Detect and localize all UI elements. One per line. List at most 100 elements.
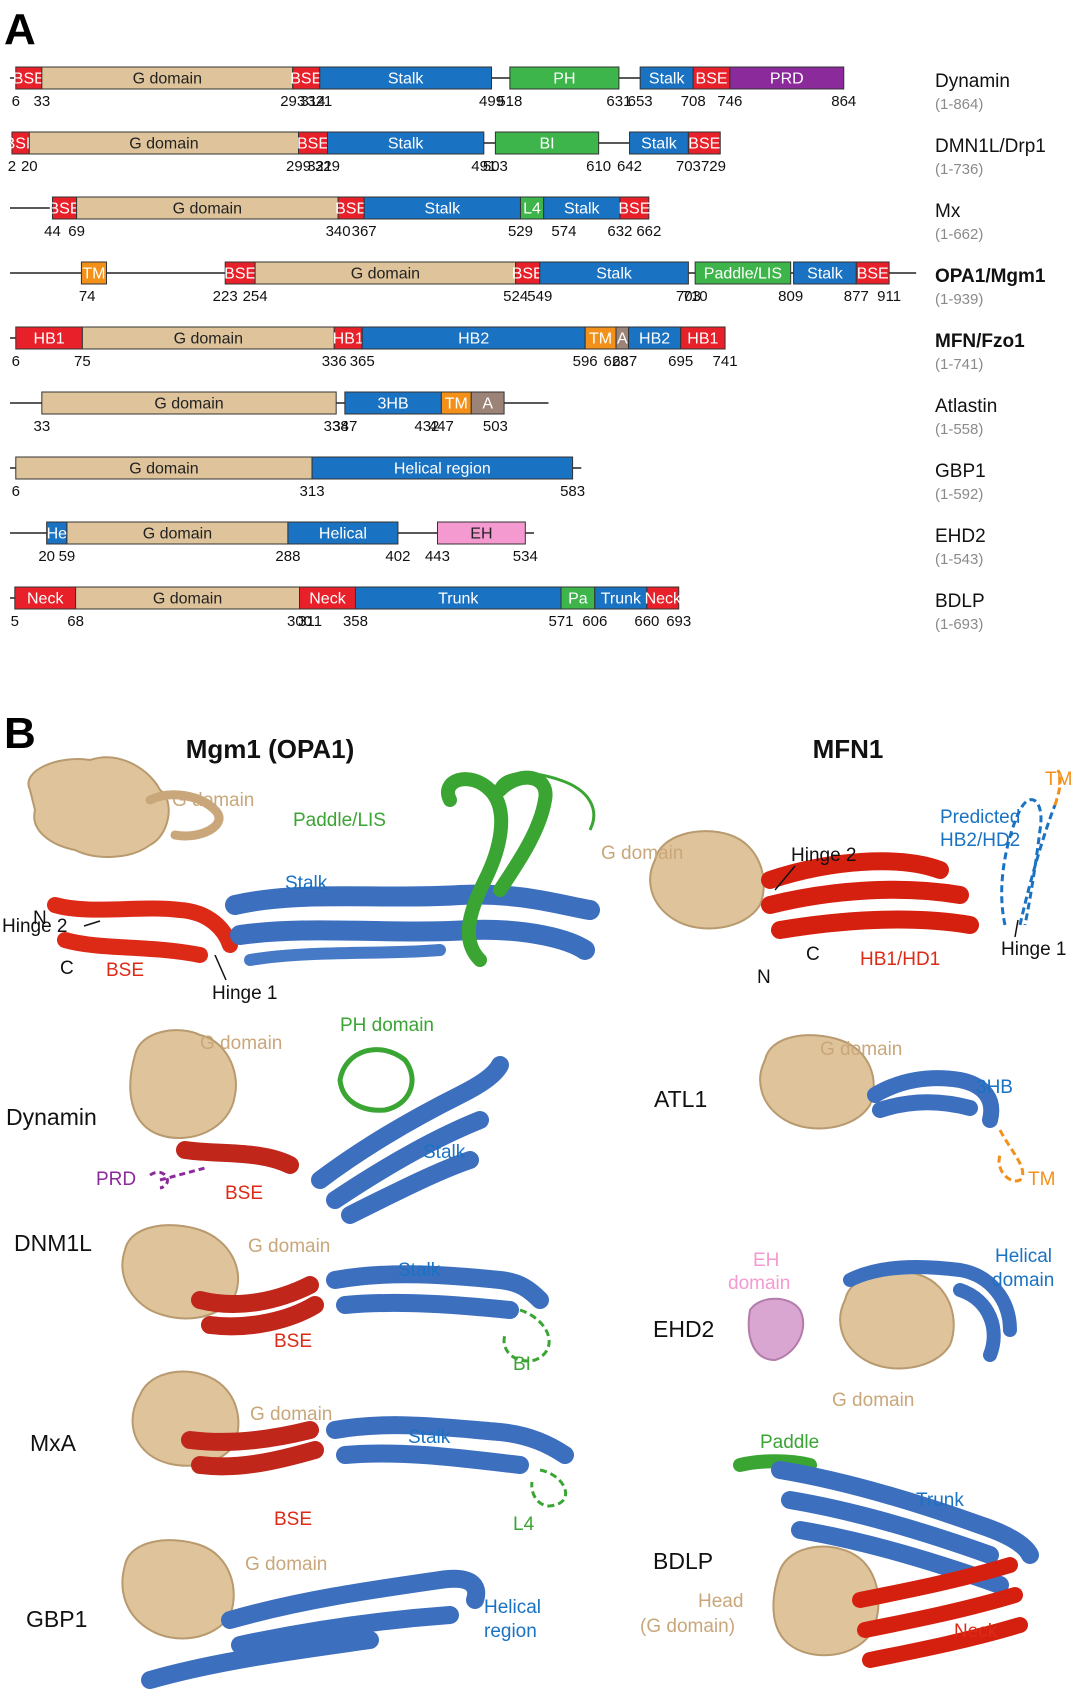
- dynamin-ph-ribbon: [337, 1047, 415, 1113]
- residue-number: 642: [617, 158, 642, 175]
- domain-label: BSE: [297, 136, 329, 153]
- dynamin-structure: G domain PH domain Dynamin PRD BSE Stalk: [6, 1015, 509, 1224]
- mgm1-label-n: N: [33, 908, 47, 929]
- domain-label: HB2: [639, 331, 670, 348]
- domain-label: G domain: [133, 71, 202, 88]
- ehd2-eh-ribbon: [747, 1297, 805, 1362]
- domain-box: [729, 66, 845, 90]
- residue-number: 524: [503, 288, 528, 305]
- domain-label: HB2: [458, 331, 489, 348]
- mfn1-label-c: C: [806, 944, 820, 965]
- mxa-label-stalk: Stalk: [408, 1427, 451, 1448]
- atl1-structure: G domain 3HB TM ATL1: [654, 1034, 1055, 1190]
- residue-number: 503: [483, 418, 508, 435]
- residue-number: 33: [34, 418, 51, 435]
- mxa-structure: G domain Stalk MxA BSE L4: [30, 1370, 574, 1535]
- dynamin-bse-ribbon: [176, 1141, 299, 1174]
- residue-number: 574: [551, 223, 576, 240]
- ehd2-label-helical: Helical: [995, 1246, 1052, 1267]
- domain-box: [855, 261, 890, 285]
- domain-label: Stalk: [425, 201, 462, 218]
- residue-number: 254: [243, 288, 268, 305]
- residue-number: 491: [471, 158, 496, 175]
- domain-box: [646, 586, 680, 610]
- domain-box: [436, 521, 526, 545]
- mgm1-label-hinge2: Hinge 2: [2, 916, 68, 937]
- gbp1-g-domain-ribbon: [121, 1539, 235, 1640]
- gbp1-helical-ribbon: [141, 1569, 486, 1689]
- residue-number: 703: [676, 288, 701, 305]
- residue-number: 911: [877, 288, 901, 305]
- mfn1-tm-dashed: [1053, 769, 1062, 806]
- dynamin-name: Dynamin: [6, 1104, 97, 1130]
- domain-label: BSE: [49, 201, 81, 218]
- residue-number: 529: [508, 223, 533, 240]
- residue-number: 693: [666, 613, 691, 630]
- bdlp-label-head-g: (G domain): [640, 1616, 735, 1637]
- dnm1l-label-bse: BSE: [274, 1331, 312, 1352]
- domain-box: [319, 66, 493, 90]
- domain-label: TM: [445, 396, 468, 413]
- domain-box: [494, 131, 600, 155]
- domain-label: Stalk: [807, 266, 844, 283]
- domain-box: [287, 521, 399, 545]
- gbp1-structure: G domain Helical region GBP1: [26, 1539, 541, 1689]
- bdlp-label-head: Head: [698, 1591, 743, 1612]
- domain-label: Pa: [568, 591, 588, 608]
- domain-label: Stalk: [388, 71, 425, 88]
- mxa-name: MxA: [30, 1430, 77, 1456]
- mfn1-label-hinge1: Hinge 1: [1001, 939, 1067, 960]
- protein-range: (1-864): [935, 96, 983, 113]
- protein-range: (1-736): [935, 161, 983, 178]
- dynamin-g-domain-ribbon: [129, 1029, 237, 1140]
- domain-box: [41, 391, 337, 415]
- ehd2-label-g-domain: G domain: [832, 1390, 914, 1411]
- protein-name: OPA1/Mgm1: [935, 266, 1046, 287]
- domain-label: BSE: [224, 266, 256, 283]
- domain-label: G domain: [143, 526, 212, 543]
- dnm1l-bi-loop: [502, 1308, 551, 1363]
- mgm1-g-domain-ribbon: [27, 756, 170, 858]
- mgm1-hinge1-pointer: [214, 954, 227, 981]
- domain-label: BSE: [512, 266, 544, 283]
- mfn1-label-predicted: Predicted: [940, 807, 1020, 828]
- dynamin-stalk-ribbon: [311, 1056, 509, 1224]
- residue-number: 6: [12, 483, 20, 500]
- residue-number: 293: [280, 93, 305, 110]
- protein-range: (1-939): [935, 291, 983, 308]
- residue-number: 6: [12, 353, 20, 370]
- residue-number: 809: [778, 288, 803, 305]
- residue-number: 703: [676, 158, 701, 175]
- domain-box: [694, 261, 792, 285]
- mxa-label-l4: L4: [513, 1514, 535, 1535]
- dynamin-label-stalk: Stalk: [423, 1142, 466, 1163]
- domain-box: [311, 456, 574, 480]
- residue-number: 6: [12, 93, 20, 110]
- mgm1-g-domain-helix: [145, 790, 224, 841]
- domain-label: G domain: [129, 136, 198, 153]
- domain-label: BI: [539, 136, 554, 153]
- residue-number: 340: [326, 223, 351, 240]
- protein-name: Mx: [935, 201, 961, 222]
- domain-box: [80, 261, 108, 285]
- dnm1l-label-g-domain: G domain: [248, 1236, 330, 1257]
- bdlp-name: BDLP: [653, 1548, 713, 1574]
- residue-number: 637: [612, 353, 637, 370]
- residue-number: 610: [586, 158, 611, 175]
- mfn1-label-tm: TM: [1045, 769, 1072, 790]
- mfn1-hinge1-pointer: [1014, 919, 1019, 938]
- mgm1-label-paddle: Paddle/LIS: [293, 810, 386, 831]
- domain-label: L4: [523, 201, 541, 218]
- mgm1-paddle-loop: [493, 771, 596, 831]
- mgm1-stalk-ribbon-2: [244, 944, 446, 966]
- domain-label: Neck: [27, 591, 64, 608]
- ehd2-label-eh-domain: domain: [728, 1273, 790, 1294]
- protein-range: (1-662): [935, 226, 983, 243]
- ehd2-g-domain-ribbon: [839, 1270, 955, 1370]
- residue-number: 321: [307, 93, 332, 110]
- atl1-g-domain-ribbon: [759, 1034, 875, 1130]
- mfn1-label-hinge2: Hinge 2: [791, 845, 857, 866]
- residue-number: 68: [67, 613, 84, 630]
